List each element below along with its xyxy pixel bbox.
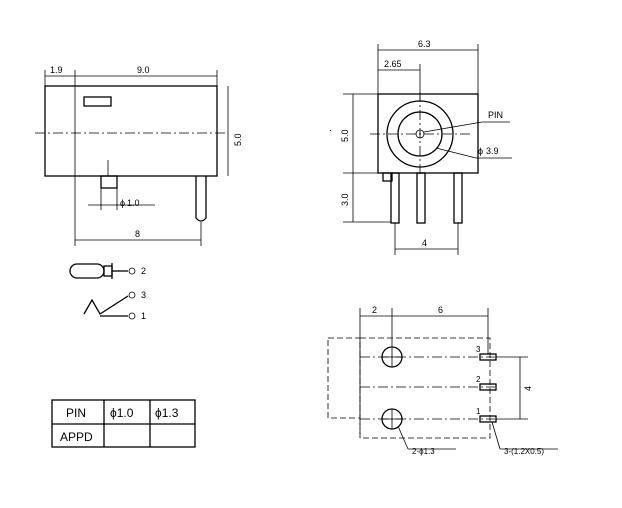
- table-row-label: APPD: [60, 430, 93, 444]
- terminal-1: [128, 312, 136, 320]
- hole-leader: [435, 147, 477, 159]
- footprint-dim-vertical: 4: [523, 386, 533, 391]
- side-view-dim-pin-phi: ϕ: [120, 198, 125, 208]
- footprint-slot-note: 3-(1.2X0.5): [504, 447, 544, 456]
- side-view-dim-height: 5.0: [233, 133, 243, 146]
- table-header-phi13: ϕ1.3: [155, 406, 179, 420]
- front-view-pin-right: [453, 172, 463, 224]
- plug-sleeve: [69, 263, 105, 279]
- schematic-symbol: 2 3 1: [69, 263, 146, 321]
- footprint-dim-left: 2: [372, 305, 377, 315]
- terminal-3: [128, 291, 136, 299]
- front-view-bullet: ·: [329, 125, 332, 135]
- side-view-dim-pin: 1.0: [127, 198, 140, 208]
- table-header-pin: PIN: [66, 406, 86, 420]
- footprint-dim-span: 6: [438, 305, 443, 315]
- footprint-pin3: 3: [476, 345, 481, 354]
- front-view-label-pin: PIN: [488, 110, 503, 120]
- side-view-dim-bottom: 8: [135, 229, 140, 239]
- front-view-pin-middle: [416, 172, 426, 224]
- side-view-short-pin: [100, 175, 118, 189]
- side-view-dim-left: 1.9: [50, 65, 63, 75]
- front-view: 6.3 2.65 5.0 3.0 · 4 PIN ϕ 3.9: [329, 39, 512, 255]
- front-view-dim-width: 6.3: [418, 39, 431, 49]
- side-view-long-pin: [195, 176, 207, 222]
- pin-leader: [423, 121, 483, 133]
- slot-note-leader: [491, 421, 501, 450]
- contact-spring: [83, 295, 129, 315]
- front-view-dim-pin-spacing: 4: [422, 238, 427, 248]
- pcb-footprint: 3 2 1 2 6 4 2-ϕ1.3 3-(1.2X0.5): [327, 305, 558, 456]
- schematic-pin2: 2: [141, 266, 146, 276]
- side-view-body: [44, 85, 218, 177]
- table-header-phi10: ϕ1.0: [110, 406, 134, 420]
- front-view-dim-hole: 3.9: [486, 146, 499, 156]
- front-view-hole-phi: ϕ: [478, 146, 483, 156]
- footprint-hole-note: 2-ϕ1.3: [412, 447, 435, 456]
- side-view: 1.9 9.0 5.0 ϕ 1.0 8: [35, 65, 243, 246]
- front-view-pin-left: [382, 172, 393, 182]
- footprint-pin2: 2: [476, 375, 481, 384]
- schematic-pin1: 1: [141, 311, 146, 321]
- plug-tip: [103, 265, 113, 277]
- terminal-2: [128, 267, 136, 275]
- footprint-outline: [359, 337, 491, 439]
- side-view-latch: [83, 96, 112, 107]
- front-view-dim-pin-len: 3.0: [340, 193, 350, 206]
- slot-2: [479, 383, 497, 391]
- hole-note-leader: [397, 425, 409, 450]
- footprint-front-outline: [327, 337, 361, 419]
- front-view-dim-center: 2.65: [384, 59, 402, 69]
- front-view-body: [377, 93, 479, 174]
- front-view-dim-height: 5.0: [340, 129, 350, 142]
- side-view-dim-length: 9.0: [137, 65, 150, 75]
- footprint-pin1: 1: [476, 407, 481, 416]
- pin-table: PIN ϕ1.0 ϕ1.3 APPD: [51, 399, 196, 448]
- schematic-pin3: 3: [141, 290, 146, 300]
